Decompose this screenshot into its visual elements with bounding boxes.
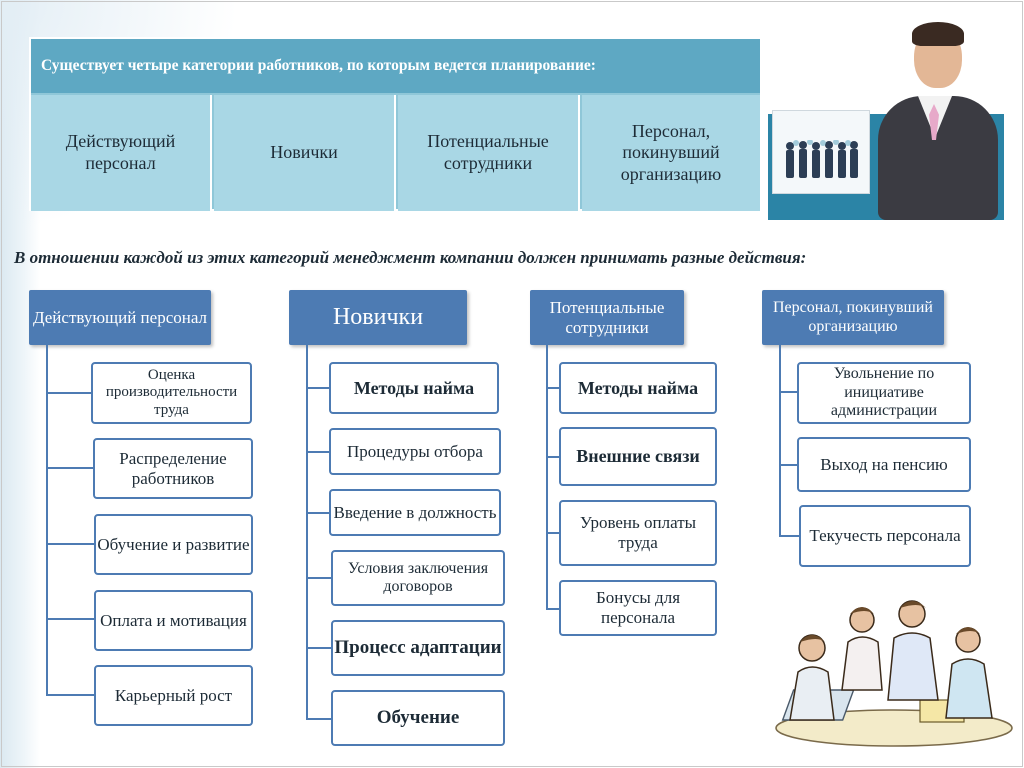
connector-line (46, 543, 94, 545)
item-training: Обучение (331, 690, 505, 746)
connector-line (546, 608, 561, 610)
connector-line (306, 345, 308, 719)
connector-line (779, 535, 799, 537)
item-selection-procedures: Процедуры отбора (329, 428, 501, 475)
categories-table: Существует четыре категории работников, … (29, 37, 762, 211)
item-staff-distribution: Распределение работников (93, 438, 253, 499)
connector-line (546, 532, 561, 534)
connector-line (46, 392, 91, 394)
connector-line (306, 718, 332, 720)
connector-line (779, 391, 799, 393)
item-onboarding: Введение в должность (329, 489, 501, 536)
column-head-potential: Потенциальные сотрудники (530, 290, 684, 345)
item-pay-motivation: Оплата и мотивация (94, 590, 253, 651)
item-contract-terms: Условия заключения договоров (331, 550, 505, 606)
connector-line (306, 577, 332, 579)
column-head-current-staff: Действующий персонал (29, 290, 211, 345)
team-meeting-illustration (775, 600, 1013, 747)
table-cell-newcomers: Новички (214, 95, 396, 211)
item-staff-bonuses: Бонусы для персонала (559, 580, 717, 636)
connector-line (306, 451, 331, 453)
item-adaptation-process: Процесс адаптации (331, 620, 505, 676)
item-hiring-methods: Методы найма (329, 362, 499, 414)
item-staff-turnover: Текучесть персонала (799, 505, 971, 567)
column-head-departed: Персонал, покинувший организацию (762, 290, 944, 345)
connector-line (779, 464, 799, 466)
connector-line (46, 618, 94, 620)
connector-line (46, 694, 94, 696)
item-hiring-methods-potential: Методы найма (559, 362, 717, 414)
connector-line (546, 387, 561, 389)
businessman-tie (929, 104, 939, 140)
connector-line (306, 387, 331, 389)
connector-line (546, 456, 561, 458)
item-training-development: Обучение и развитие (94, 514, 253, 575)
table-cell-potential: Потенциальные сотрудники (398, 95, 580, 211)
crowd-silhouette-icon (786, 140, 858, 178)
connector-line (306, 512, 331, 514)
section-subtitle: В отношении каждой из этих категорий мен… (14, 248, 807, 267)
column-head-newcomers: Новички (289, 290, 467, 345)
connector-line (46, 345, 48, 696)
table-cell-departed: Персонал, покинувший организацию (582, 95, 760, 211)
connector-line (46, 467, 93, 469)
item-performance-evaluation: Оценка производительности труда (91, 362, 252, 424)
item-retirement: Выход на пенсию (797, 437, 971, 492)
item-pay-level: Уровень оплаты труда (559, 500, 717, 566)
table-header: Существует четыре категории работников, … (31, 39, 760, 93)
item-external-relations: Внешние связи (559, 427, 717, 486)
connector-line (546, 345, 548, 609)
connector-line (306, 647, 332, 649)
businessman-hair (912, 22, 964, 46)
item-dismissal-by-administration: Увольнение по инициативе администрации (797, 362, 971, 424)
item-career-growth: Карьерный рост (94, 665, 253, 726)
table-cell-current-staff: Действующий персонал (31, 95, 212, 211)
connector-line (779, 345, 781, 536)
